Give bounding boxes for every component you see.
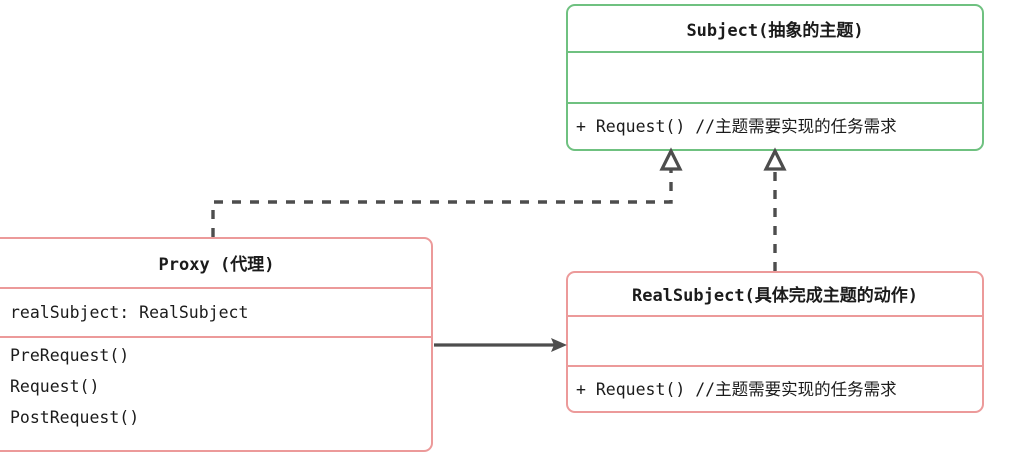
class-box-subject[interactable]: Subject(抽象的主题) + Request() //主题需要实现的任务需求	[566, 4, 984, 151]
class-operations-realsubject: + Request() //主题需要实现的任务需求	[568, 365, 982, 411]
class-name-realsubject: RealSubject(具体完成主题的动作)	[631, 286, 919, 307]
class-box-proxy[interactable]: Proxy (代理) realSubject: RealSubject PreR…	[0, 237, 433, 452]
class-name-subject: Subject(抽象的主题)	[686, 20, 864, 41]
class-attributes-subject	[568, 50, 982, 103]
class-operations-proxy: PreRequest() Request() PostRequest()	[0, 336, 431, 450]
class-attributes-proxy: realSubject: RealSubject	[0, 286, 431, 337]
class-operations-subject: + Request() //主题需要实现的任务需求	[568, 102, 982, 149]
class-name-proxy: Proxy (代理)	[158, 255, 275, 276]
connector-proxy-implements-subject	[211, 147, 683, 237]
connector-realsubject-implements-subject	[763, 147, 787, 271]
open-arrowhead-proxy-realsubject	[551, 338, 567, 352]
class-box-realsubject[interactable]: RealSubject(具体完成主题的动作) + Request() //主题需…	[566, 271, 984, 413]
connector-line-proxy-subject	[211, 166, 673, 237]
connector-proxy-associates-realsubject	[434, 338, 567, 352]
class-attributes-realsubject	[568, 314, 982, 366]
operation-prerequest: PreRequest()	[10, 346, 130, 366]
operation-postrequest: PostRequest()	[10, 408, 140, 428]
hollow-triangle-arrowhead-proxy	[659, 147, 683, 171]
hollow-triangle-arrowhead-realsubject	[763, 147, 787, 171]
operation-request: Request()	[10, 377, 100, 397]
uml-class-diagram: Subject(抽象的主题) + Request() //主题需要实现的任务需求…	[0, 4, 984, 452]
